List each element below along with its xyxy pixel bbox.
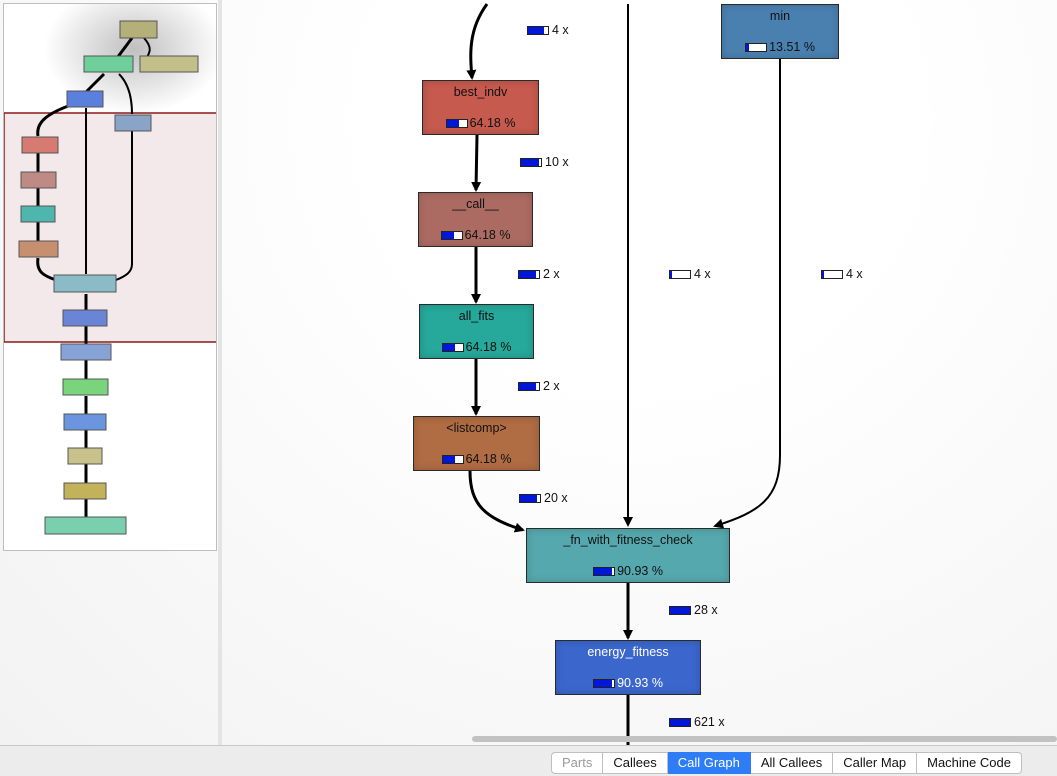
node-name: all_fits <box>458 309 495 323</box>
cost-bar-icon <box>441 343 464 353</box>
node-call[interactable]: __call__ 64.18 % <box>418 192 533 247</box>
node-cost: 64.18 % <box>420 340 533 354</box>
call-bar-icon <box>821 270 843 280</box>
node-cost: 64.18 % <box>419 228 532 242</box>
cost-bar-icon <box>593 567 616 577</box>
call-count-label[interactable]: 2 x <box>518 267 560 281</box>
horizontal-scrollbar[interactable] <box>472 736 1057 742</box>
call-bar-icon <box>519 494 541 504</box>
cost-bar-icon <box>745 43 768 53</box>
call-count-label[interactable]: 4 x <box>669 267 711 281</box>
node-name: energy_fitness <box>587 645 669 659</box>
call-bar-icon <box>669 718 691 728</box>
node-all-fits[interactable]: all_fits 64.18 % <box>419 304 534 359</box>
node-cost: 64.18 % <box>423 116 538 130</box>
call-bar-icon <box>527 26 549 36</box>
call-graph-canvas[interactable]: min 13.51 % best_indv 64.18 % __call__ 6… <box>0 0 1057 746</box>
node-name: _fn_with_fitness_check <box>563 533 693 547</box>
graph-overview-minimap[interactable] <box>3 3 217 551</box>
call-count-label[interactable]: 4 x <box>821 267 863 281</box>
call-bar-icon <box>518 270 540 280</box>
node-best-indv[interactable]: best_indv 64.18 % <box>422 80 539 135</box>
view-tab-bar: Parts Callees Call Graph All Callees Cal… <box>551 752 1022 774</box>
tab-all-callees[interactable]: All Callees <box>750 752 834 774</box>
edge-min-fn <box>713 59 781 529</box>
edge-listcomp-fn <box>468 470 525 533</box>
call-bar-icon <box>669 606 691 616</box>
node-min[interactable]: min 13.51 % <box>721 4 839 59</box>
cost-bar-icon <box>441 455 464 465</box>
node-name: __call__ <box>452 197 499 211</box>
minimap-graph <box>4 4 216 535</box>
call-count-label[interactable]: 2 x <box>518 379 560 393</box>
call-count-label[interactable]: 4 x <box>527 23 569 37</box>
node-name: best_indv <box>453 85 508 99</box>
call-edges <box>466 3 781 745</box>
cost-bar-icon <box>593 679 616 689</box>
edge-to-best-indv <box>466 3 489 80</box>
node-cost: 90.93 % <box>556 676 700 690</box>
node-energy-fitness[interactable]: energy_fitness 90.93 % <box>555 640 701 695</box>
tab-machine-code[interactable]: Machine Code <box>917 752 1022 774</box>
call-count-label[interactable]: 28 x <box>669 603 718 617</box>
call-bar-icon <box>669 270 691 280</box>
call-count-label[interactable]: 20 x <box>519 491 568 505</box>
tab-callees[interactable]: Callees <box>603 752 668 774</box>
cost-bar-icon <box>445 119 468 129</box>
node-listcomp[interactable]: <listcomp> 64.18 % <box>413 416 540 471</box>
node-name: <listcomp> <box>446 421 507 435</box>
node-cost: 64.18 % <box>414 452 539 466</box>
node-fn-with-fitness-check[interactable]: _fn_with_fitness_check 90.93 % <box>526 528 730 583</box>
node-cost: 90.93 % <box>527 564 729 578</box>
tab-caller-map[interactable]: Caller Map <box>833 752 918 774</box>
call-bar-icon <box>518 382 540 392</box>
node-cost: 13.51 % <box>722 40 838 54</box>
overview-divider <box>218 0 222 745</box>
tab-call-graph[interactable]: Call Graph <box>667 752 751 774</box>
edge-best-indv-call <box>471 134 482 192</box>
call-count-label[interactable]: 10 x <box>520 155 569 169</box>
call-count-label[interactable]: 621 x <box>669 715 725 729</box>
node-name: min <box>769 9 791 23</box>
tab-parts[interactable]: Parts <box>551 752 604 774</box>
call-bar-icon <box>520 158 542 168</box>
cost-bar-icon <box>440 231 463 241</box>
